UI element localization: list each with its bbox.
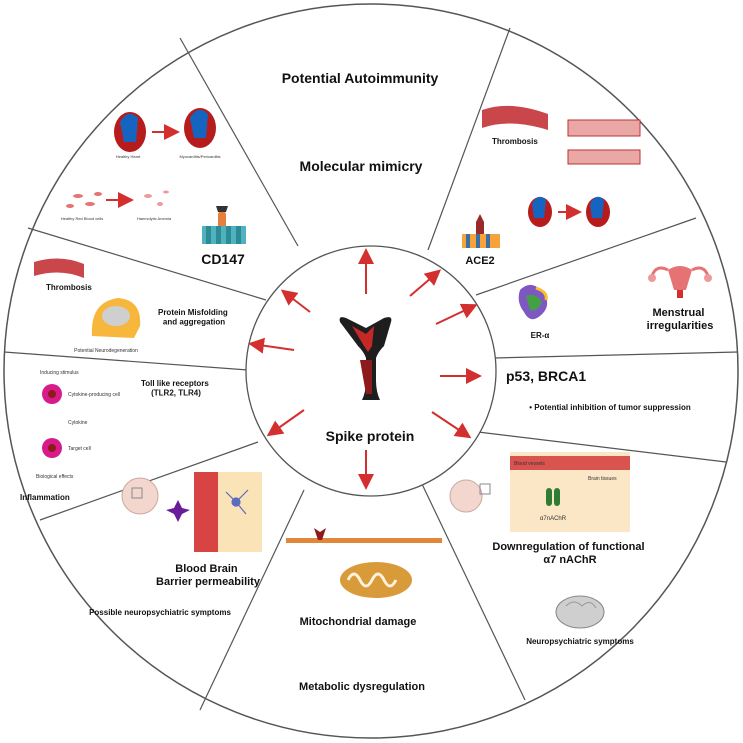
neurodegeneration-label: Potential Neurodegeneration bbox=[74, 348, 138, 354]
vessel-left-icon bbox=[34, 258, 84, 278]
tlr-title-line-2: (TLR2, TLR4) bbox=[151, 389, 201, 398]
segment-top-right: Thrombosis ACE2 bbox=[462, 105, 641, 267]
brain-vessel-panel: Blood vessels Brain tissues α7nAChR bbox=[510, 452, 630, 532]
target-cell-nucleus bbox=[48, 444, 56, 452]
spike-protein-icon bbox=[339, 317, 392, 400]
tlr-title-line: Toll like receptors bbox=[141, 379, 209, 388]
er-alpha-protein-icon bbox=[518, 284, 548, 320]
healthy-rbc-label: Healthy Red Blood cells bbox=[61, 216, 103, 221]
bbb-title-line: Blood Brain bbox=[175, 563, 238, 575]
segment-right: p53, BRCA1 • Potential inhibition of tum… bbox=[506, 368, 691, 412]
target-cell-label: Target cell bbox=[68, 446, 91, 452]
tumor-suppression-label: • Potential inhibition of tumor suppress… bbox=[529, 403, 691, 412]
a7-nachr-title-line-2: α7 nAChR bbox=[543, 554, 596, 566]
brain-tissues-label: Brain tissues bbox=[588, 476, 617, 482]
segment-bottom-left: Blood Brain Barrier permeability Possibl… bbox=[89, 472, 262, 617]
tlr-title: Toll like receptors (TLR2, TLR4) bbox=[141, 379, 211, 398]
segment-top: Potential Autoimmunity Molecular mimicry… bbox=[61, 70, 439, 267]
neuropsychiatric-label: Neuropsychiatric symptoms bbox=[526, 637, 634, 646]
head-brain-icon bbox=[91, 298, 141, 338]
cd147-label: CD147 bbox=[201, 251, 245, 267]
autoimmunity-title: Potential Autoimmunity bbox=[282, 70, 439, 86]
metabolic-title: Metabolic dysregulation bbox=[299, 681, 425, 693]
cd147-receptor-icon bbox=[202, 206, 246, 244]
membrane-bar bbox=[286, 538, 442, 543]
possible-neuro-label: Possible neuropsychiatric symptoms bbox=[89, 608, 231, 617]
p53-brca1-label: p53, BRCA1 bbox=[506, 368, 586, 384]
bbb-title-line-2: Barrier permeability bbox=[156, 576, 261, 588]
segment-bottom-right: Blood vessels Brain tissues α7nAChR Down… bbox=[449, 452, 647, 646]
healthy-heart-icon-2 bbox=[528, 196, 552, 227]
bbb-title: Blood Brain Barrier permeability bbox=[156, 563, 261, 588]
vessel-icon bbox=[482, 105, 548, 130]
menstrual-label-line: Menstrual bbox=[652, 307, 704, 319]
misfolding-title-line: Protein Misfolding bbox=[158, 308, 228, 317]
er-alpha-label: ER-α bbox=[531, 331, 550, 340]
segment-right-upper: ER-α Menstrual irregularities bbox=[518, 266, 714, 340]
uterus-icon bbox=[648, 266, 712, 298]
star-cell-icon bbox=[166, 500, 190, 522]
vessel-long-icon-2 bbox=[567, 149, 641, 165]
segment-bottom: Mitochondrial damage Metabolic dysregula… bbox=[286, 528, 442, 693]
segment-left: Inducing stimulus Cytokine-producing cel… bbox=[20, 370, 211, 502]
spike-small-icon bbox=[314, 528, 326, 540]
segment-left-upper: Thrombosis Protein Misfolding and aggreg… bbox=[34, 258, 230, 354]
bbb-head-icon bbox=[121, 477, 159, 515]
inducing-stimulus-label: Inducing stimulus bbox=[40, 370, 79, 376]
myocarditis-heart-icon bbox=[184, 108, 216, 148]
healthy-heart-icon bbox=[114, 112, 146, 152]
brain-icon bbox=[555, 595, 605, 629]
cytokine-label: Cytokine bbox=[68, 420, 88, 426]
brain-head-icon bbox=[449, 479, 491, 513]
menstrual-label-line-2: irregularities bbox=[647, 320, 714, 332]
ace2-receptor-icon bbox=[462, 214, 500, 248]
radial-arrows bbox=[248, 248, 482, 490]
ace2-label: ACE2 bbox=[465, 255, 494, 267]
mitochondria-icon bbox=[340, 562, 412, 598]
red-blood-cells-icon bbox=[66, 192, 102, 208]
vessel-long-icon bbox=[567, 119, 641, 137]
thrombosis-label-right: Thrombosis bbox=[492, 137, 538, 146]
bbb-panel bbox=[194, 472, 262, 552]
center-label: Spike protein bbox=[326, 428, 415, 444]
myocarditis-label: Myocarditis/Pericarditis bbox=[179, 154, 220, 159]
cytokine-cell-nucleus bbox=[48, 390, 56, 398]
hemolytic-anemia-label: Haemolytic Anemia bbox=[137, 216, 172, 221]
a7nachr-label: α7nAChR bbox=[540, 516, 567, 522]
thrombosis-label-left: Thrombosis bbox=[46, 283, 92, 292]
a7-nachr-title: Downregulation of functional α7 nAChR bbox=[492, 541, 647, 566]
neuron-icon bbox=[225, 489, 249, 515]
hemolytic-cells-icon bbox=[144, 190, 169, 206]
a7-nachr-title-line: Downregulation of functional bbox=[492, 541, 644, 553]
menstrual-label: Menstrual irregularities bbox=[647, 307, 714, 332]
mito-damage-label: Mitochondrial damage bbox=[300, 616, 417, 628]
biological-effects-label: Biological effects bbox=[36, 474, 74, 480]
misfolding-title: Protein Misfolding and aggregation bbox=[158, 308, 230, 327]
misfolding-title-line-2: and aggregation bbox=[163, 318, 225, 327]
molecular-mimicry-label: Molecular mimicry bbox=[300, 158, 423, 174]
inflammation-label: Inflammation bbox=[20, 493, 70, 502]
myocarditis-heart-icon-2 bbox=[586, 196, 610, 227]
healthy-heart-label: Healthy Heart bbox=[116, 154, 141, 159]
blood-vessels-label: Blood vessels bbox=[514, 461, 545, 467]
segment-dividers bbox=[3, 27, 739, 711]
cytokine-producing-label: Cytokine-producing cell bbox=[68, 392, 120, 398]
